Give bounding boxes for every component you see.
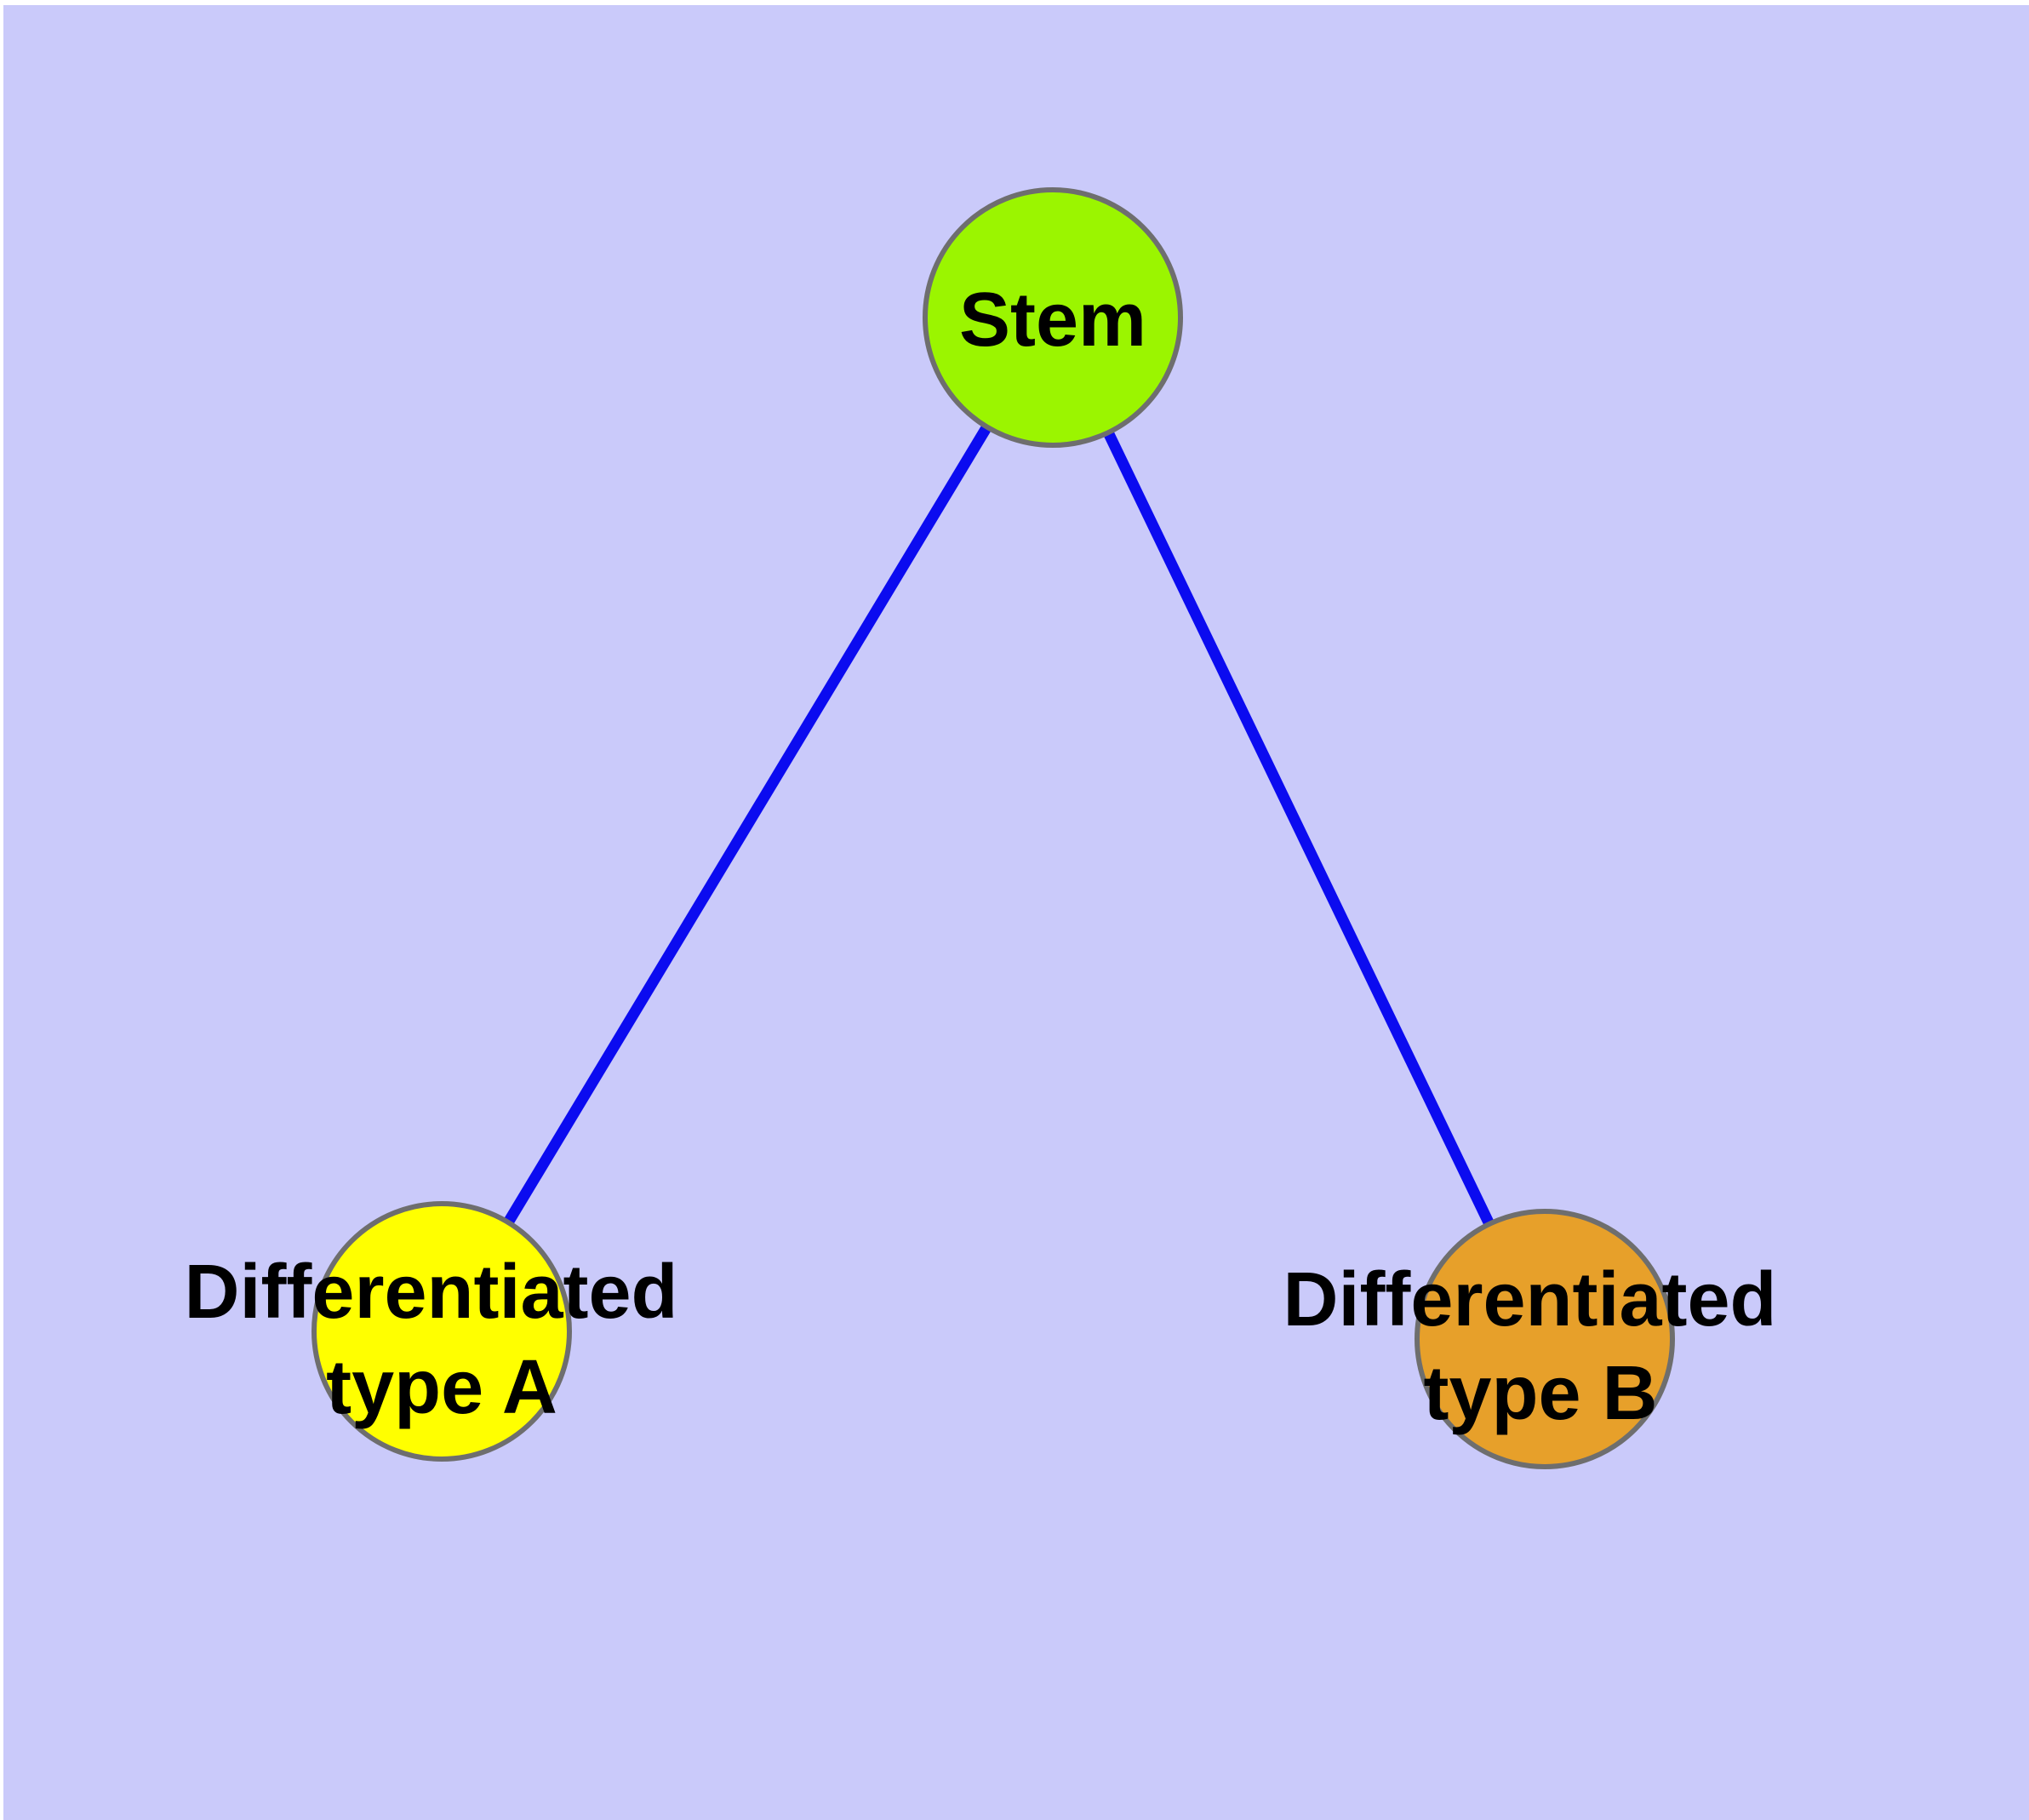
node-differentiated-type-b[interactable]: [1415, 1209, 1675, 1469]
edge-stem-to-type-b: [1048, 315, 1550, 1342]
node-stem[interactable]: [923, 187, 1183, 448]
node-differentiated-type-a[interactable]: [311, 1201, 572, 1462]
edge-stem-to-type-a: [437, 314, 1058, 1335]
